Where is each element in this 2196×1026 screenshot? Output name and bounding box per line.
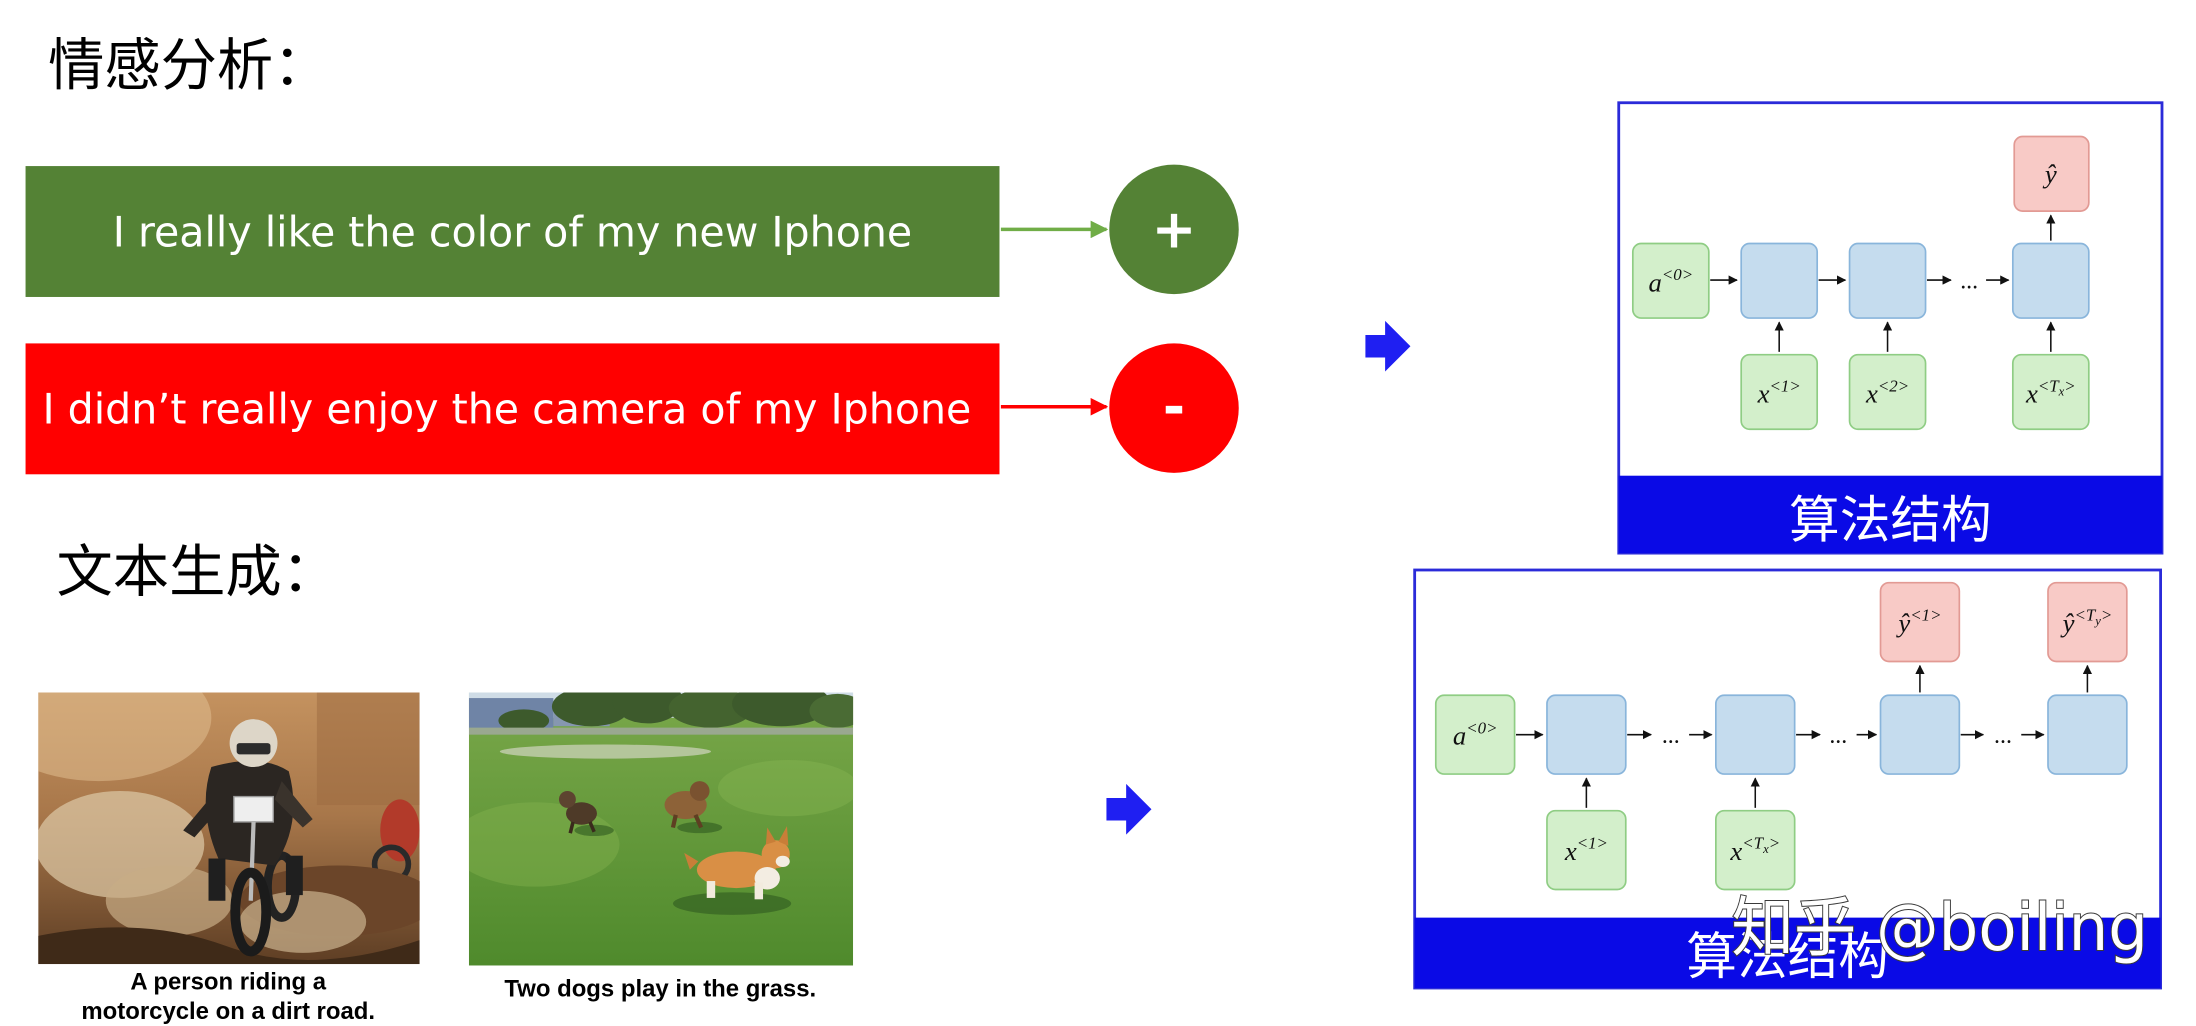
dog-leg xyxy=(568,821,575,834)
front-fork xyxy=(248,821,256,901)
text-generation-title: 文本生成： xyxy=(57,540,338,605)
photo2-caption: Two dogs play in the grass. xyxy=(504,975,816,1002)
initial-state-label: a<0> xyxy=(1649,265,1694,297)
tree xyxy=(809,693,854,728)
initial-state-node xyxy=(1434,694,1516,775)
negative-label: - xyxy=(1163,375,1185,438)
rider-boot xyxy=(285,855,303,896)
input-label-2: x<2> xyxy=(1865,376,1909,408)
diagram-banner xyxy=(1414,917,2161,988)
dog-leg xyxy=(670,814,678,829)
dog-head xyxy=(689,781,710,801)
initial-state-node xyxy=(1631,242,1710,319)
output-label: ŷ xyxy=(2042,159,2057,189)
tree xyxy=(732,692,831,727)
negative-sentence-bar xyxy=(25,343,1000,475)
output-label-last: ŷ<Ty> xyxy=(2060,606,2113,638)
output-node xyxy=(2013,135,2090,212)
watermark-text: 知乎 @boiling xyxy=(1731,891,2148,966)
output-label-1: ŷ<1> xyxy=(1895,606,1941,638)
background-shade xyxy=(316,692,420,806)
input-label-1: x<1> xyxy=(1564,834,1608,866)
dog-shadow xyxy=(672,892,792,915)
input-node-last xyxy=(2011,353,2090,431)
hidden-unit-1 xyxy=(1546,694,1627,775)
front-wheel xyxy=(230,867,272,957)
input-node-1 xyxy=(1546,809,1627,891)
tree xyxy=(498,709,550,732)
dust-haze xyxy=(38,692,212,782)
tree xyxy=(612,692,683,724)
ground-ruts xyxy=(38,927,420,965)
dog-leg xyxy=(754,882,764,900)
tree xyxy=(551,692,631,727)
input-label-last: x<Tx> xyxy=(2025,376,2076,408)
diagram-banner-title: 算法结构 xyxy=(1789,491,1992,550)
rider-boot xyxy=(208,858,226,901)
rnn-many-to-one-diagram: ... a<0> x<1> x<2> x<Tx> ŷ 算法结构 xyxy=(1617,101,2164,555)
positive-label: + xyxy=(1152,198,1197,261)
dog-face xyxy=(775,855,790,867)
positive-sentence-bar xyxy=(25,166,1000,297)
hidden-unit-2 xyxy=(1848,242,1927,319)
dog-leg xyxy=(693,814,704,829)
input-label-last: x<Tx> xyxy=(1729,834,1780,866)
hidden-unit-output-last xyxy=(2047,694,2128,775)
ellipsis: ... xyxy=(1994,723,2012,749)
negative-label-circle xyxy=(1109,343,1239,473)
dog-tail xyxy=(684,852,699,870)
input-node-1 xyxy=(1740,353,1819,431)
output-node-last xyxy=(2047,581,2128,663)
arrow-right-icon xyxy=(1365,320,1411,372)
photo1-caption-line1: A person riding a xyxy=(130,968,326,995)
ellipsis: ... xyxy=(1960,269,1978,295)
dog-leg xyxy=(588,821,596,833)
sentiment-analysis-title: 情感分析： xyxy=(48,33,329,98)
dog-body xyxy=(566,802,597,825)
rnn-sequence-output-diagram: ... ... ... a<0> x<1> x<Tx> ŷ<1> ŷ<Ty> 算… xyxy=(1413,568,2162,990)
hidden-unit-output-1 xyxy=(1879,694,1961,775)
negative-sentence-text: I didn’t really enjoy the camera of my I… xyxy=(42,385,971,434)
tree xyxy=(668,692,754,728)
ellipsis: ... xyxy=(1829,723,1847,749)
input-node-2 xyxy=(1848,353,1927,431)
rider-right-arm xyxy=(274,781,313,828)
positive-label-circle xyxy=(1109,164,1239,295)
ellipsis: ... xyxy=(1662,723,1680,749)
dirt-path xyxy=(499,744,711,759)
fence xyxy=(468,727,854,735)
dog-leg xyxy=(706,881,716,898)
dog-head xyxy=(558,790,576,808)
diagram-banner xyxy=(1618,475,2162,554)
rider-left-arm xyxy=(183,788,226,838)
hidden-unit-tx xyxy=(1715,694,1796,775)
initial-state-label: a<0> xyxy=(1453,718,1498,750)
grass-field xyxy=(468,692,854,966)
grass-patch xyxy=(718,760,854,817)
output-node-1 xyxy=(1879,581,1961,663)
negative-example: I didn’t really enjoy the camera of my I… xyxy=(25,343,1239,475)
dogs-photo xyxy=(468,692,854,966)
arrow-right-icon xyxy=(1106,783,1152,835)
positive-example: I really like the color of my new Iphone… xyxy=(25,164,1239,297)
number-plate xyxy=(233,795,274,823)
photo1-caption-line2: motorcycle on a dirt road. xyxy=(81,998,375,1025)
hidden-unit-last xyxy=(2011,242,2090,319)
diagram-banner-title: 算法结构 xyxy=(1686,927,1889,986)
dog-ear xyxy=(778,826,789,846)
motocross-photo xyxy=(38,692,420,965)
dog-ear xyxy=(765,827,776,845)
positive-sentence-text: I really like the color of my new Iphone xyxy=(113,207,912,256)
hidden-unit-1 xyxy=(1740,242,1819,319)
rider-goggles xyxy=(236,743,271,755)
input-label-1: x<1> xyxy=(1757,376,1801,408)
dirt-spray xyxy=(105,865,233,936)
input-node-last xyxy=(1715,809,1796,891)
